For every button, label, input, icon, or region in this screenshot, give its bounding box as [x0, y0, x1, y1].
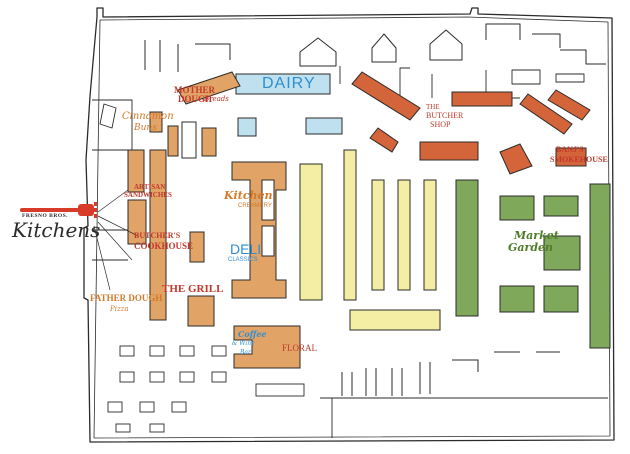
butcher-shop-line3: SHOP — [430, 120, 451, 129]
butchers-cookhouse-line2: COOKHOUSE — [134, 241, 194, 251]
kitchen-creamery-line2: CREAMERY — [238, 203, 272, 209]
market-garden-line1: Market — [514, 229, 559, 242]
dairy-label: DAIRY — [262, 75, 316, 92]
banjs-line1: BANJ'S — [556, 145, 584, 154]
banjs-line2: SMOKEHOUSE — [550, 155, 608, 164]
butcher-fixtures — [351, 71, 591, 175]
floral-label: FLORAL — [282, 343, 318, 353]
mother-dough-line1: MOTHER — [174, 85, 216, 95]
coffee-line2: & Wine — [232, 340, 255, 347]
father-dough-line1: FATHER DOUGH — [90, 293, 163, 303]
the-grill-label: THE GRILL — [162, 283, 224, 295]
market-garden-line2: Garden — [508, 241, 554, 254]
kitchen-creamery-line1: Kitchen — [224, 189, 273, 202]
dairy-case — [235, 73, 343, 137]
cinnamon-buns-line2: Buns — [134, 123, 157, 133]
coffee-line3: Bar — [240, 349, 251, 356]
cinnamon-buns-line1: Cinnamon — [122, 111, 174, 122]
deli-line1: DELI — [230, 241, 262, 257]
butcher-shop-line2: BUTCHER — [426, 111, 464, 120]
butchers-cookhouse-line1: BUTCHER'S — [134, 231, 181, 240]
checkout-lanes — [341, 351, 560, 396]
brand-name: Kitchens — [12, 218, 101, 242]
father-dough-line2: Pizza — [110, 305, 129, 313]
mother-dough-line3: Breads — [204, 95, 229, 103]
artisan-line1: ARTISAN — [134, 183, 166, 191]
bakery-fixtures — [149, 71, 241, 159]
butcher-shop-line1: THE — [426, 103, 440, 111]
artisan-line2: SANDWICHES — [124, 191, 172, 199]
grocery-aisles — [299, 149, 441, 331]
seating-area — [107, 345, 305, 433]
brand-leader-lines — [93, 189, 139, 291]
fork-icon — [20, 202, 97, 218]
coffee-line1: Coffee — [238, 329, 267, 339]
brand-small: FRESNO BROS. — [22, 213, 69, 219]
mother-dough-line2: DOUGH — [178, 94, 213, 104]
produce-fixtures — [455, 179, 611, 349]
deli-line2: CLASSICS — [228, 257, 258, 263]
